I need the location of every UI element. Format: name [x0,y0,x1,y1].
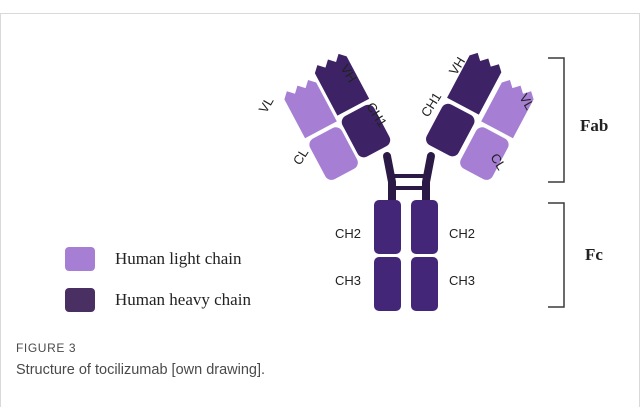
heavy-chain-swatch [65,288,95,312]
fab-bracket [548,58,564,182]
figure-label: FIGURE 3 [16,341,76,355]
ch3-domain-left [374,257,401,311]
ch2-domain-right [411,200,438,254]
hinge-region [387,156,431,200]
ch3-domain-right [411,257,438,311]
label-ch3-left: CH3 [335,273,361,288]
label-ch2-right: CH2 [449,226,475,241]
fc-label: Fc [585,245,603,264]
label-ch2-left: CH2 [335,226,361,241]
label-ch3-right: CH3 [449,273,475,288]
label-cl-left: CL [290,146,312,168]
ch2-domain-left [374,200,401,254]
fc-bracket [548,203,564,307]
fab-label: Fab [580,116,608,135]
fc-region [374,200,438,311]
label-vl-left: VL [256,94,277,115]
legend-label-heavy-chain: Human heavy chain [115,290,251,310]
figure-caption: Structure of tocilizumab [own drawing]. [16,362,265,378]
legend-label-light-chain: Human light chain [115,249,242,269]
legend-item-light-chain: Human light chain [65,247,242,271]
light-chain-swatch [65,247,95,271]
legend-item-heavy-chain: Human heavy chain [65,288,251,312]
